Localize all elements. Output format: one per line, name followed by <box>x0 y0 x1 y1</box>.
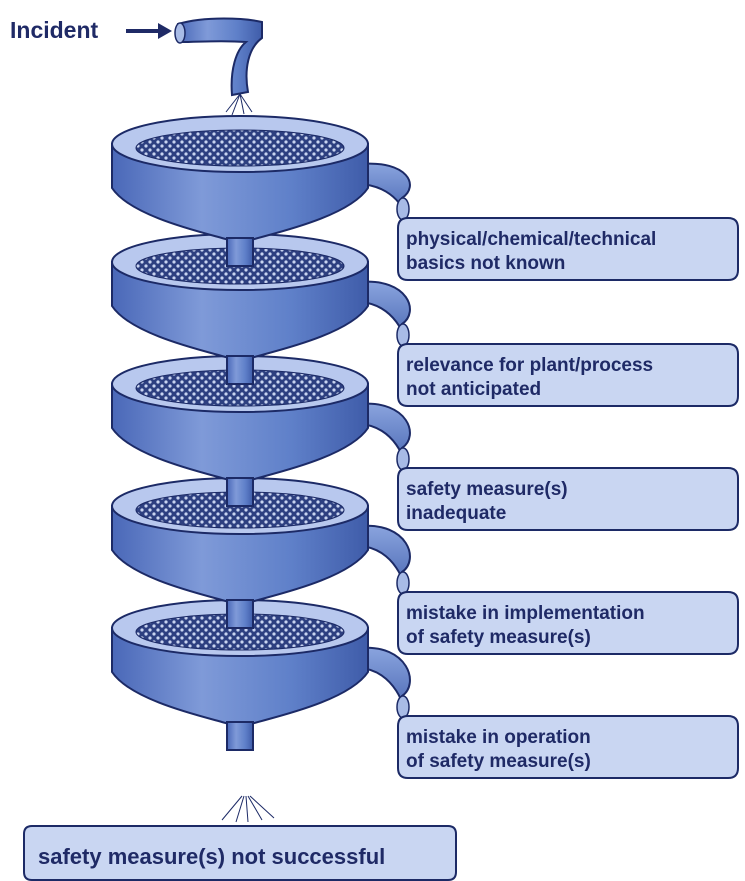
pipe-outlet <box>397 448 409 470</box>
outcome-label: safety measure(s) not successful <box>38 844 385 869</box>
filter-label-4: mistake in implementation of safety measu… <box>398 592 738 654</box>
filter-label-1: physical/chemical/technical basics not kn… <box>398 218 738 280</box>
label-line-1: mistake in implementation <box>406 603 645 624</box>
incident-label: Incident <box>10 17 99 43</box>
label-line-2: of safety measure(s) <box>406 751 591 772</box>
outcome-spray <box>222 796 274 822</box>
filter-label-boxes: physical/chemical/technical basics not kn… <box>398 218 738 778</box>
funnel-spout <box>227 722 253 750</box>
label-line-2: inadequate <box>406 503 506 524</box>
outcome-box: safety measure(s) not successful <box>24 826 456 880</box>
filter-mesh <box>136 130 344 166</box>
incoming-pipe <box>175 19 262 116</box>
funnel-spout <box>227 238 253 266</box>
label-line-1: physical/chemical/technical <box>406 229 656 250</box>
label-line-2: of safety measure(s) <box>406 627 591 648</box>
funnel-5 <box>112 600 410 750</box>
funnel-spout <box>227 478 253 506</box>
label-line-2: not anticipated <box>406 379 541 400</box>
funnel-stack <box>112 116 410 750</box>
funnel-spout <box>227 600 253 628</box>
filter-label-5: mistake in operation of safety measure(s) <box>398 716 738 778</box>
funnel-spout <box>227 356 253 384</box>
filter-label-2: relevance for plant/process not anticipat… <box>398 344 738 406</box>
pipe-outlet <box>397 572 409 594</box>
pipe-outlet <box>397 198 409 220</box>
pipe-outlet <box>397 696 409 718</box>
arrow-right-icon <box>126 23 172 39</box>
label-line-1: safety measure(s) <box>406 479 568 500</box>
label-line-1: mistake in operation <box>406 727 591 748</box>
filter-label-3: safety measure(s) inadequate <box>398 468 738 530</box>
label-line-2: basics not known <box>406 253 565 274</box>
label-line-1: relevance for plant/process <box>406 355 653 376</box>
pipe-outlet <box>397 324 409 346</box>
